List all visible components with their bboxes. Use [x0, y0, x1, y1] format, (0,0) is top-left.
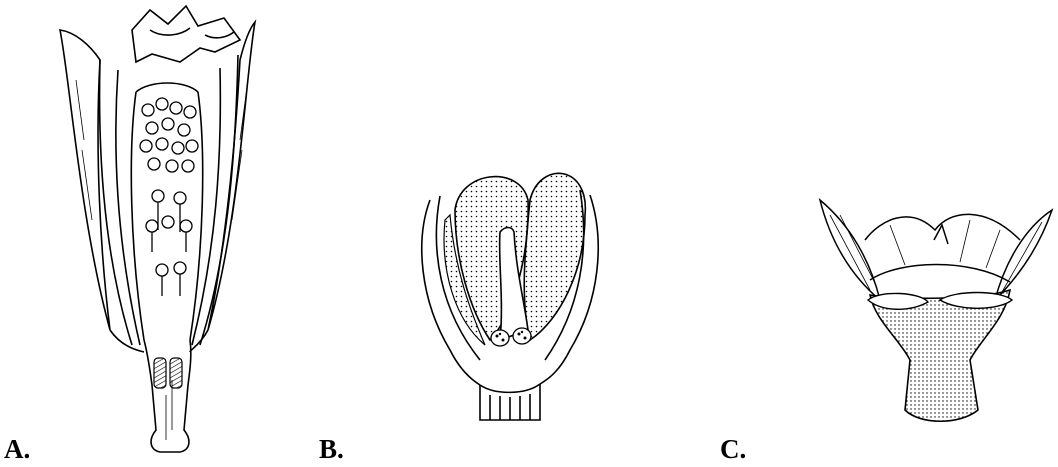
panel-label-a: A. [4, 436, 30, 463]
flower-longitudinal-section-drawing [40, 0, 280, 467]
illustration-b [400, 0, 610, 467]
illustration-c [810, 0, 1058, 467]
flower-cross-section-drawing [400, 0, 610, 467]
panel-label-b: B. [319, 436, 344, 463]
illustration-a [40, 0, 280, 467]
panel-label-c: C. [720, 436, 746, 463]
flower-receptacle-drawing [810, 0, 1058, 467]
